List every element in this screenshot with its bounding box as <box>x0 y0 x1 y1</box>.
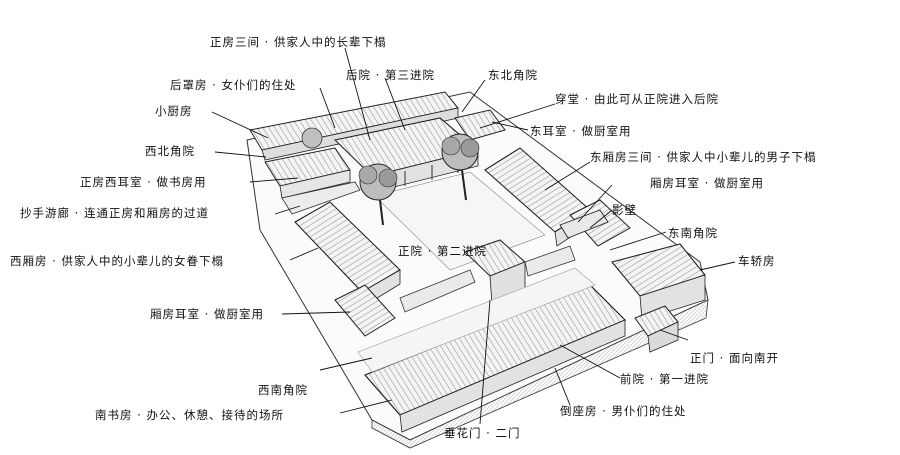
back-tree <box>301 127 323 149</box>
label-hanging-flower-gate: 垂花门 · 二门 <box>444 426 521 440</box>
label-northwest-corner-yard: 西北角院 <box>145 144 195 158</box>
veranda-corridor <box>281 181 361 215</box>
courtyard-tree-east <box>441 133 480 201</box>
south-row <box>363 284 627 433</box>
label-west-wing: 西厢房 · 供家人中的小辈儿的女眷下榻 <box>10 254 224 268</box>
carriage-house <box>611 243 706 321</box>
label-front-courtyard: 前院 · 第一进院 <box>620 372 709 386</box>
label-east-ear-room: 东耳室 · 做厨室用 <box>530 124 632 138</box>
label-main-gate: 正门 · 面向南开 <box>690 351 779 365</box>
label-reverse-facing-house: 倒座房 · 男仆们的住处 <box>560 404 687 418</box>
leader-lines <box>211 47 736 425</box>
label-screen-wall: 影壁 <box>612 203 637 217</box>
east-ear-room <box>454 109 506 141</box>
label-rear-building: 后罩房 · 女仆们的住处 <box>170 78 297 92</box>
label-carriage-house: 车轿房 <box>738 254 776 268</box>
label-southwest-corner-yard: 西南角院 <box>258 383 308 397</box>
label-east-wing-ear-room: 厢房耳室 · 做厨室用 <box>650 176 764 190</box>
label-main-west-ear-room: 正房西耳室 · 做书房用 <box>80 175 207 189</box>
courtyard-tree-west <box>358 163 398 226</box>
label-south-study: 南书房 · 办公、休憩、接待的场所 <box>95 408 284 422</box>
label-back-courtyard: 后院 · 第三进院 <box>346 68 435 82</box>
label-southeast-corner-yard: 东南角院 <box>668 226 718 240</box>
west-ear-room <box>264 147 351 199</box>
label-veranda-corridor: 抄手游廊 · 连通正房和厢房的过道 <box>20 206 209 220</box>
label-passage-hall: 穿堂 · 由此可从正院进入后院 <box>555 92 719 106</box>
label-main-hall: 正房三间 · 供家人中的长辈下榻 <box>210 35 387 49</box>
label-east-wing: 东厢房三间 · 供家人中小辈儿的男子下榻 <box>590 150 817 164</box>
label-west-wing-ear-room: 厢房耳室 · 做厨室用 <box>150 307 264 321</box>
main-gate <box>634 305 679 353</box>
label-main-courtyard: 正院 · 第二进院 <box>398 244 487 258</box>
screen-wall <box>559 209 609 239</box>
inner-walls <box>399 245 576 313</box>
label-northeast-corner-yard: 东北角院 <box>488 68 538 82</box>
label-small-kitchen: 小厨房 <box>155 104 193 118</box>
front-courtyard <box>357 267 596 373</box>
west-wing-ear <box>334 284 396 337</box>
